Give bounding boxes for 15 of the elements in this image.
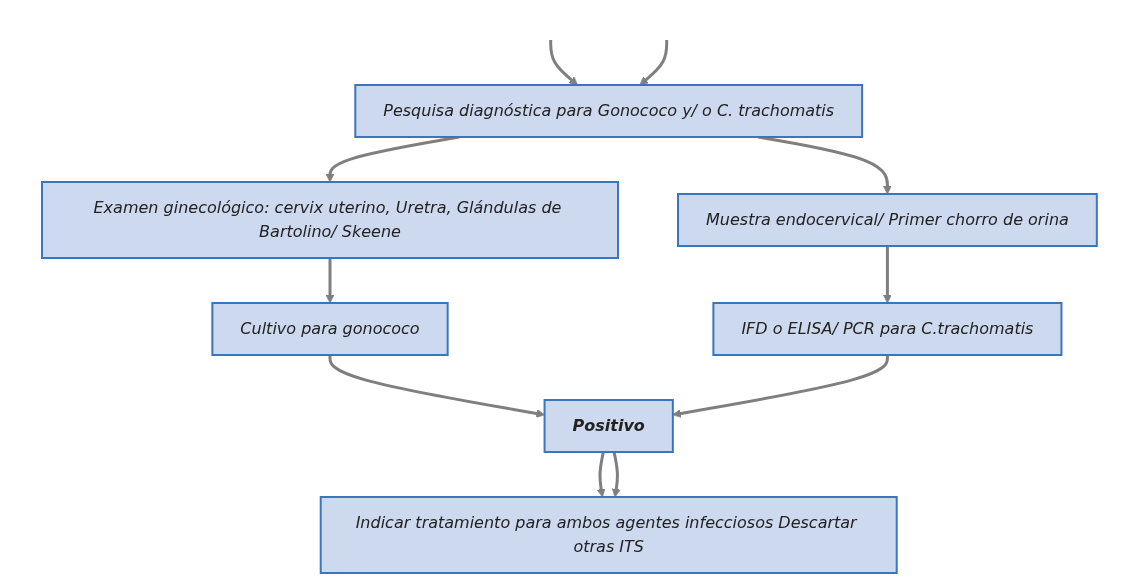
node-box: IFD o ELISA/ PCR para C.trachomatis	[711, 302, 1062, 356]
arrow	[596, 451, 606, 498]
node-box: Indicar tratamiento para ambos agentes infecciosos Descartar otras ITS	[319, 496, 898, 574]
arrow	[611, 451, 621, 498]
node-box: Positivo	[543, 399, 674, 453]
arrow	[639, 40, 668, 86]
arrow	[548, 40, 578, 86]
node-box: Cultivo para gonococo	[210, 302, 449, 356]
arrow	[325, 258, 334, 304]
node-box: Pesquisa diagnóstica para Gonococo y/ o C. trachomatis	[353, 84, 863, 138]
node-box: Muestra endocervical/ Primer chorro de orina	[676, 193, 1098, 247]
arrow	[882, 246, 892, 304]
node-box: Examen ginecológico: cervix uterino, Uretra, Glándulas de Bartolino/ Skeene	[40, 181, 619, 259]
arrow	[672, 355, 889, 418]
arrow	[328, 355, 545, 418]
